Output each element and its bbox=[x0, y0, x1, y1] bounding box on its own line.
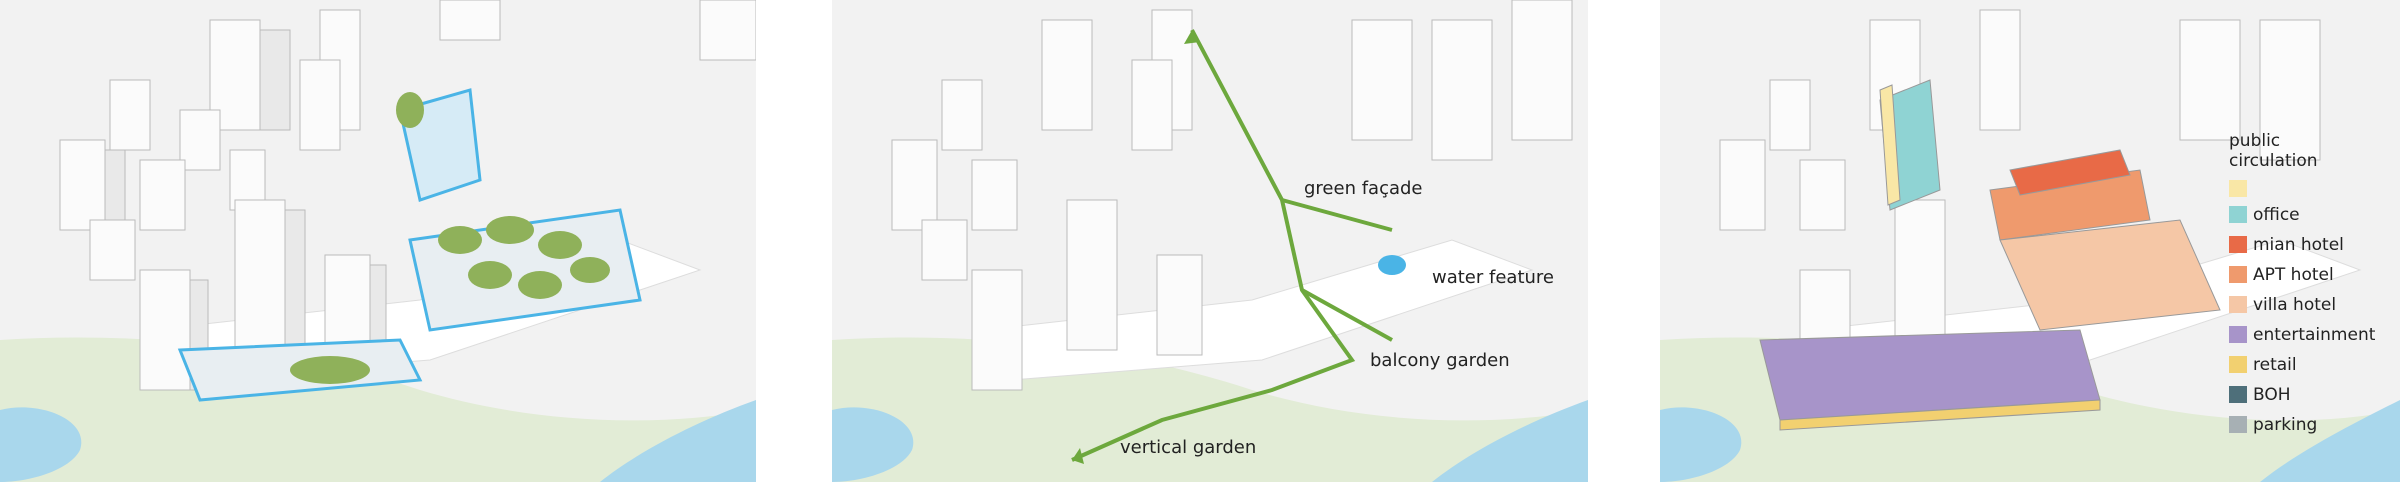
river bbox=[600, 400, 756, 482]
swatch-office bbox=[2229, 206, 2247, 223]
green-facade-arrow bbox=[1184, 30, 1200, 44]
swatch-retail bbox=[2229, 356, 2247, 373]
tower-group bbox=[59, 0, 756, 391]
lake bbox=[1660, 407, 1742, 482]
axonometric-drawing-3 bbox=[1660, 0, 2400, 482]
swatch-mian-hotel bbox=[2229, 236, 2247, 253]
panel-programme: public circulation office mian hotel APT… bbox=[1660, 0, 2400, 482]
swatch-villa-hotel bbox=[2229, 296, 2247, 313]
river bbox=[2260, 400, 2400, 482]
callout-vertical-garden: vertical garden bbox=[1120, 437, 1257, 458]
axonometric-drawing-1 bbox=[0, 0, 756, 482]
tower-group bbox=[891, 0, 1573, 391]
swatch-public-circulation bbox=[2229, 180, 2247, 197]
river bbox=[1432, 400, 1588, 482]
tower-group bbox=[1719, 9, 2321, 391]
swatch-boh bbox=[2229, 386, 2247, 403]
callout-water-feature: water feature bbox=[1432, 267, 1554, 288]
swatch-apt-hotel bbox=[2229, 266, 2247, 283]
lake bbox=[832, 407, 914, 482]
swatch-entertainment bbox=[2229, 326, 2247, 343]
green-roof-massing bbox=[177, 88, 642, 402]
panel-facade-massing bbox=[0, 0, 756, 482]
program-massing bbox=[1759, 79, 2221, 431]
axonometric-drawing-2 bbox=[832, 0, 1588, 482]
callout-green-facade: green façade bbox=[1304, 178, 1423, 199]
green-network bbox=[1071, 29, 1393, 462]
vertical-garden-arrow bbox=[1072, 448, 1084, 464]
callout-balcony-garden: balcony garden bbox=[1370, 350, 1510, 371]
water-feature-pool bbox=[1378, 255, 1406, 275]
panel-landscape-strategy: green façade water feature balcony garde… bbox=[832, 0, 1588, 482]
swatch-parking bbox=[2229, 416, 2247, 433]
lake bbox=[0, 407, 82, 482]
